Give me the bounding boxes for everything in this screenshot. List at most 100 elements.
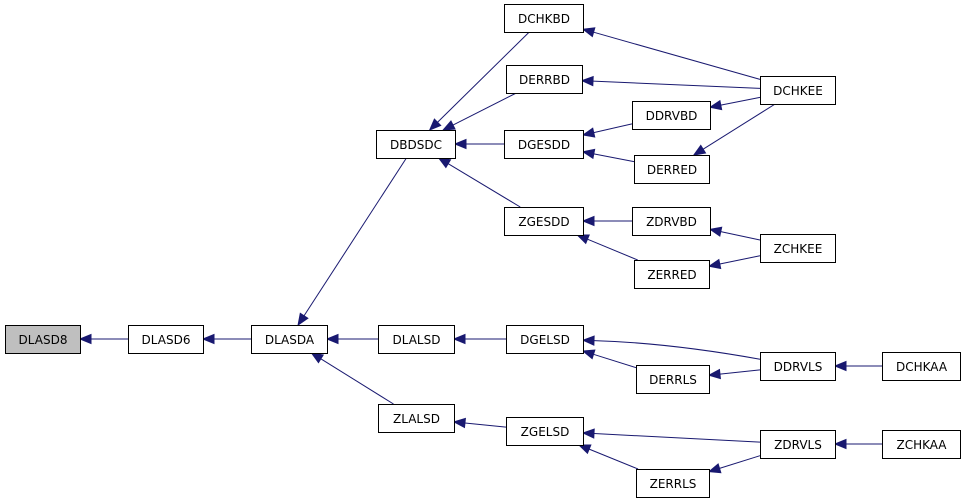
node-dbdsdc[interactable]: DBDSDC bbox=[376, 130, 456, 159]
node-label-dgelsd: DGELSD bbox=[520, 333, 570, 347]
node-box-zchkaa[interactable] bbox=[882, 430, 961, 459]
node-dgelsd[interactable]: DGELSD bbox=[506, 325, 584, 354]
node-label-zlalsd: ZLALSD bbox=[393, 412, 440, 426]
node-box-zgelsd[interactable] bbox=[506, 417, 584, 446]
node-derred[interactable]: DERRED bbox=[634, 155, 710, 184]
node-box-zgesdd[interactable] bbox=[504, 207, 584, 236]
edge-zchkee-to-zerred bbox=[719, 255, 761, 265]
arrowhead-ddrvls-to-dgelsd bbox=[581, 335, 595, 346]
node-label-derred: DERRED bbox=[647, 163, 697, 177]
node-dchkaa[interactable]: DCHKAA bbox=[882, 352, 961, 381]
arrowhead-dchkee-to-ddrvbd bbox=[708, 99, 723, 111]
arrowhead-zdrvls-to-zerrls bbox=[707, 463, 722, 474]
node-box-dgelsd[interactable] bbox=[506, 325, 584, 354]
node-zdrvbd[interactable]: ZDRVBD bbox=[632, 207, 711, 236]
arrowhead-zchkee-to-zerred bbox=[707, 258, 722, 270]
edge-ddrvbd-to-dgesdd bbox=[593, 123, 633, 134]
arrowhead-zgelsd-to-zlalsd bbox=[452, 417, 466, 429]
edge-derrls-to-dgelsd bbox=[593, 353, 637, 369]
node-box-zerrls[interactable] bbox=[636, 469, 710, 498]
arrowhead-dlalsd-to-dlasda bbox=[325, 333, 339, 345]
node-zchkee[interactable]: ZCHKEE bbox=[760, 234, 836, 263]
node-label-zdrvls: ZDRVLS bbox=[774, 438, 822, 452]
arrowhead-zerred-to-zgesdd bbox=[576, 234, 590, 245]
edge-zchkee-to-zdrvbd bbox=[720, 231, 761, 241]
node-label-zdrvbd: ZDRVBD bbox=[646, 215, 697, 229]
node-label-zgesdd: ZGESDD bbox=[518, 215, 569, 229]
node-zgesdd[interactable]: ZGESDD bbox=[504, 207, 584, 236]
arrowhead-zgesdd-to-dbdsdc bbox=[437, 157, 452, 169]
arrowhead-dchkee-to-dchkbd bbox=[581, 27, 596, 38]
arrowhead-zlalsd-to-dlasda bbox=[310, 352, 325, 364]
node-box-dlalsd[interactable] bbox=[378, 325, 455, 354]
node-zerrls[interactable]: ZERRLS bbox=[636, 469, 710, 498]
edge-zgelsd-to-zlalsd bbox=[464, 422, 507, 428]
node-box-ddrvbd[interactable] bbox=[632, 101, 711, 130]
node-label-zchkee: ZCHKEE bbox=[774, 242, 823, 256]
node-box-zdrvls[interactable] bbox=[760, 430, 836, 459]
node-label-dlalsd: DLALSD bbox=[393, 333, 441, 347]
node-box-derred[interactable] bbox=[634, 155, 710, 184]
arrowhead-zdrvbd-to-zgesdd bbox=[581, 215, 595, 227]
node-label-dlasd6: DLASD6 bbox=[142, 333, 191, 347]
arrowhead-ddrvls-to-derrls bbox=[707, 368, 721, 380]
node-label-ddrvls: DDRVLS bbox=[774, 360, 823, 374]
node-box-dlasd6[interactable] bbox=[128, 325, 204, 354]
node-dlasd8[interactable]: DLASD8 bbox=[5, 325, 81, 354]
node-derrls[interactable]: DERRLS bbox=[636, 365, 710, 394]
node-box-ddrvls[interactable] bbox=[760, 352, 836, 381]
node-box-dgesdd[interactable] bbox=[504, 130, 584, 159]
node-label-dchkaa: DCHKAA bbox=[896, 360, 948, 374]
node-dlasda[interactable]: DLASDA bbox=[251, 325, 328, 354]
node-box-dchkbd[interactable] bbox=[504, 4, 584, 33]
arrowhead-derrbd-to-dbdsdc bbox=[441, 120, 456, 131]
nodes-layer: DLASD8 DLASD6 DLASDA DBDSDC DLALSD ZLALSD DCHK… bbox=[5, 4, 961, 498]
node-box-dlasd8[interactable] bbox=[5, 325, 81, 354]
node-box-zchkee[interactable] bbox=[760, 234, 836, 263]
node-dlalsd[interactable]: DLALSD bbox=[378, 325, 455, 354]
node-box-derrbd[interactable] bbox=[506, 65, 583, 94]
node-dlasd6[interactable]: DLASD6 bbox=[128, 325, 204, 354]
node-ddrvls[interactable]: DDRVLS bbox=[760, 352, 836, 381]
arrowhead-dlasda-to-dlasd6 bbox=[201, 333, 215, 345]
node-label-dbdsdc: DBDSDC bbox=[390, 138, 442, 152]
node-ddrvbd[interactable]: DDRVBD bbox=[632, 101, 711, 130]
node-label-zerrls: ZERRLS bbox=[650, 477, 697, 491]
node-box-zerred[interactable] bbox=[634, 260, 710, 289]
arrowhead-dgelsd-to-dlalsd bbox=[452, 333, 466, 345]
node-zgelsd[interactable]: ZGELSD bbox=[506, 417, 584, 446]
node-label-derrbd: DERRBD bbox=[519, 73, 570, 87]
node-zlalsd[interactable]: ZLALSD bbox=[378, 404, 455, 433]
edge-ddrvls-to-dgelsd bbox=[593, 340, 761, 360]
node-zerred[interactable]: ZERRED bbox=[634, 260, 710, 289]
arrowhead-dchkaa-to-ddrvls bbox=[833, 360, 847, 372]
arrowhead-ddrvbd-to-dgesdd bbox=[581, 127, 596, 138]
arrowhead-dchkee-to-derrbd bbox=[580, 75, 594, 87]
node-box-dbdsdc[interactable] bbox=[376, 130, 456, 159]
node-dchkee[interactable]: DCHKEE bbox=[760, 76, 836, 105]
arrowhead-dgesdd-to-dbdsdc bbox=[453, 138, 467, 150]
node-label-dlasd8: DLASD8 bbox=[19, 333, 68, 347]
node-box-derrls[interactable] bbox=[636, 365, 710, 394]
node-dchkbd[interactable]: DCHKBD bbox=[504, 4, 584, 33]
node-zchkaa[interactable]: ZCHKAA bbox=[882, 430, 961, 459]
arrowhead-zchkee-to-zdrvbd bbox=[708, 226, 723, 237]
node-zdrvls[interactable]: ZDRVLS bbox=[760, 430, 836, 459]
node-box-zdrvbd[interactable] bbox=[632, 207, 711, 236]
edge-zerred-to-zgesdd bbox=[587, 238, 638, 261]
edge-dchkee-to-dchkbd bbox=[593, 31, 761, 80]
node-box-dchkaa[interactable] bbox=[882, 352, 961, 381]
node-label-zchkaa: ZCHKAA bbox=[896, 438, 947, 452]
edge-derred-to-dgesdd bbox=[593, 153, 635, 163]
edge-zerrls-to-zgelsd bbox=[588, 448, 639, 470]
arrowhead-dlasd6-to-dlasd8 bbox=[78, 333, 92, 345]
node-box-dlasda[interactable] bbox=[251, 325, 328, 354]
node-box-zlalsd[interactable] bbox=[378, 404, 455, 433]
node-derrbd[interactable]: DERRBD bbox=[506, 65, 583, 94]
arrowhead-dchkee-to-derred bbox=[692, 144, 707, 156]
arrowhead-dchkbd-to-dbdsdc bbox=[428, 118, 442, 131]
node-dgesdd[interactable]: DGESDD bbox=[504, 130, 584, 159]
node-box-dchkee[interactable] bbox=[760, 76, 836, 105]
arrowhead-zchkaa-to-zdrvls bbox=[833, 438, 847, 450]
